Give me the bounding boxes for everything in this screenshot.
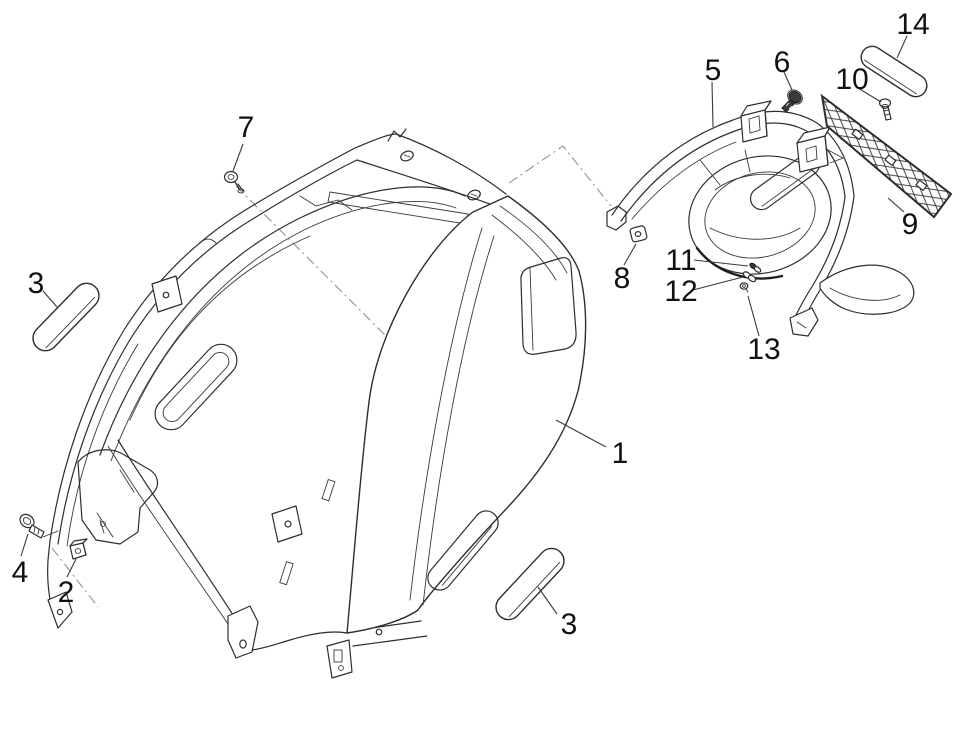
callout-6: 6: [774, 46, 791, 79]
callout-14: 14: [896, 8, 929, 41]
callout-12: 12: [664, 275, 697, 308]
part-clip-8: [629, 225, 648, 243]
callout-3-left: 3: [28, 267, 45, 300]
callout-1: 1: [612, 437, 629, 470]
callout-13: 13: [747, 333, 780, 366]
callout-11: 11: [665, 244, 696, 277]
part-screw-4: [19, 513, 45, 539]
part-rivet-7: [223, 170, 245, 194]
callout-2: 2: [58, 576, 75, 609]
part-clip-12: [742, 271, 757, 283]
part-side-cover-1: [346, 195, 587, 634]
part-nut-2: [69, 538, 88, 560]
callout-8: 8: [614, 262, 631, 295]
part-inner-side-panel: [42, 128, 507, 679]
part-fastener-11: [749, 262, 762, 273]
callout-4: 4: [12, 556, 29, 589]
part-pad-3-left: [32, 282, 100, 352]
callout-7: 7: [238, 111, 255, 144]
callout-labels: 7 3 4 2 1 3 5 6 10 14 9 8 11 12 13: [12, 8, 930, 641]
callout-9: 9: [902, 208, 919, 241]
part-buffer-14: [860, 45, 928, 98]
hardware: [19, 45, 928, 621]
callout-5: 5: [705, 54, 722, 87]
part-rear-fascia-5: [606, 100, 915, 337]
part-screw-10: [878, 98, 892, 121]
callout-3-bottom: 3: [561, 608, 578, 641]
callout-10: 10: [835, 63, 868, 96]
part-screw-6: [781, 89, 803, 113]
part-pad-3-bottom: [495, 547, 565, 621]
leader-lines: [20, 35, 908, 615]
part-fastener-13: [739, 282, 749, 293]
